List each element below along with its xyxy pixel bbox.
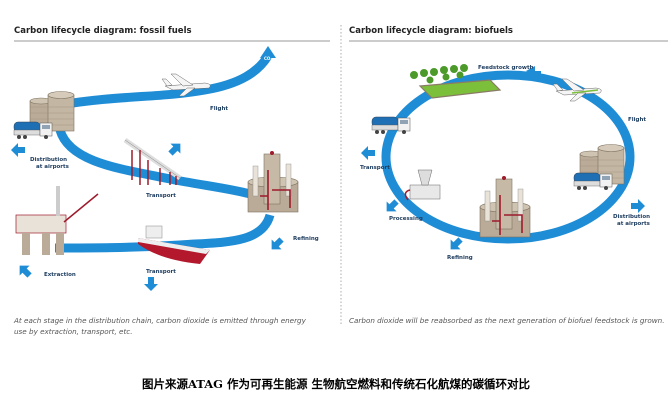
label-distribution-2: at airports [617,221,651,227]
fossil-note-line1: At each stage in the distribution chain,… [13,316,307,325]
co2-emission-arrow-icon [361,146,375,160]
figure-caption: 图片来源ATAG 作为可再生能源 生物航空燃料和传统石化航煤的碳循环对比 [142,377,530,391]
pipeline-icon [123,137,182,185]
biofuel-panel: Carbon lifecycle diagram: biofuels Feeds… [349,26,668,325]
tanker-ship-icon [138,225,210,264]
label-processing: Processing [389,216,423,222]
biofuel-airplane-icon [552,78,602,102]
biofuel-note: Carbon dioxide will be reabsorbed as the… [349,316,665,325]
refinery-icon [479,175,531,238]
label-distribution: Distribution [30,157,67,163]
co2-emission-arrow-icon [11,143,25,157]
co2-emission-arrow-icon [144,277,158,291]
co2-emission-arrow-icon [631,199,645,213]
label-distribution: Distribution [613,214,650,220]
label-extraction: Extraction [44,272,76,278]
label-flight: Flight [628,117,646,123]
label-flight: Flight [210,106,228,112]
oil-rig-icon [15,186,99,255]
co2-emission-arrow-icon [266,234,287,255]
fossil-panel: Carbon lifecycle diagram: fossil fuels C… [11,26,330,336]
co2-emission-arrow-icon [14,260,35,281]
label-feedstock-growth: Feedstock growth [478,65,534,71]
fossil-note-line2: use by extraction, transport, etc. [14,327,133,336]
fuel-truck-icon [13,121,53,140]
label-transport: Transport [360,165,390,171]
feedstock-field-icon [410,64,502,99]
co2-label: CO₂ [264,56,272,61]
fuel-truck-icon [573,172,613,191]
biofuel-title: Carbon lifecycle diagram: biofuels [349,26,513,36]
fossil-carbon-flow [54,53,275,253]
label-transport-pipeline: Transport [146,193,176,199]
flow-arrowhead [260,46,276,58]
refinery-icon [247,150,299,213]
fossil-title: Carbon lifecycle diagram: fossil fuels [14,26,192,36]
oil-press-icon [404,169,441,201]
label-distribution-2: at airports [36,164,70,170]
label-transport-ship: Transport [146,269,176,275]
biofuel-carbon-cycle [381,70,635,244]
label-refining: Refining [293,236,319,242]
label-refining: Refining [447,255,473,261]
co2-emission-arrow-icon [165,138,186,159]
